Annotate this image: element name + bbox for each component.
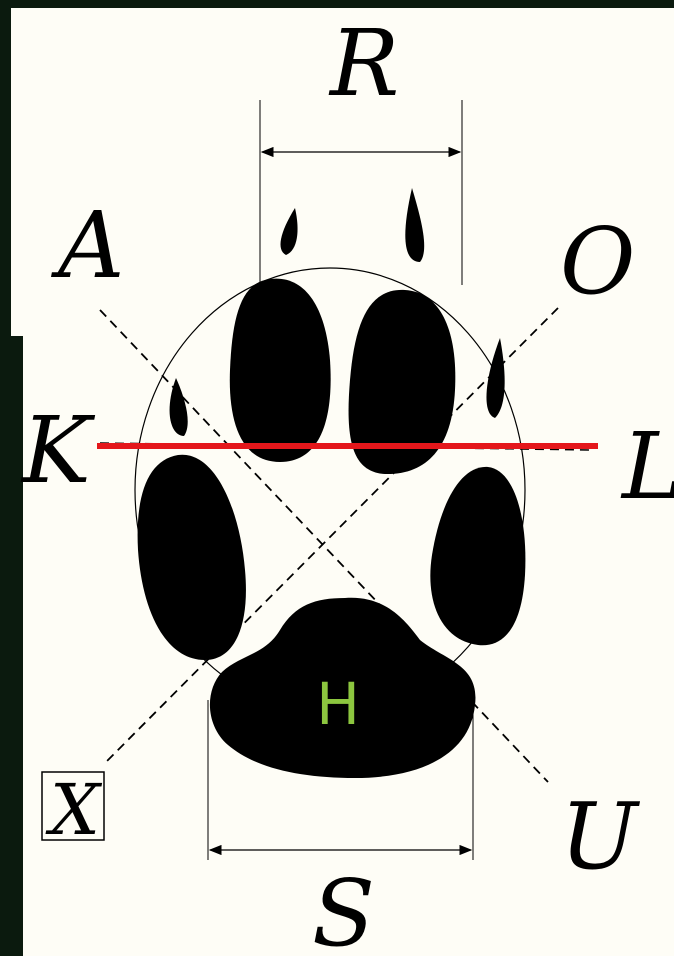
frame-step bbox=[11, 336, 23, 956]
claw-top-left bbox=[280, 208, 298, 255]
toe-pad-outer-left bbox=[137, 454, 246, 660]
label-lower-left: X bbox=[45, 769, 103, 851]
boxed-letter-frame bbox=[41, 771, 105, 841]
heel-pad bbox=[209, 597, 476, 778]
label-upper-right: O bbox=[560, 208, 635, 315]
label-bottom: S bbox=[312, 860, 375, 956]
diagonal-line-o-x bbox=[102, 307, 559, 766]
toe-pad-outer-right bbox=[430, 466, 526, 646]
label-upper-left: A bbox=[50, 192, 124, 299]
toe-pad-inner-right bbox=[348, 289, 456, 475]
label-left: K bbox=[20, 397, 96, 504]
toe-pad-inner-left bbox=[229, 278, 331, 462]
diagonal-line-a-u bbox=[99, 309, 549, 783]
heel-pad-label: H bbox=[316, 670, 360, 738]
label-lower-right: U bbox=[560, 783, 641, 890]
label-right: L bbox=[620, 413, 674, 520]
claw-right bbox=[486, 338, 505, 418]
claw-top-right bbox=[405, 188, 425, 262]
label-top: R bbox=[328, 10, 399, 117]
claw-left bbox=[169, 378, 188, 436]
